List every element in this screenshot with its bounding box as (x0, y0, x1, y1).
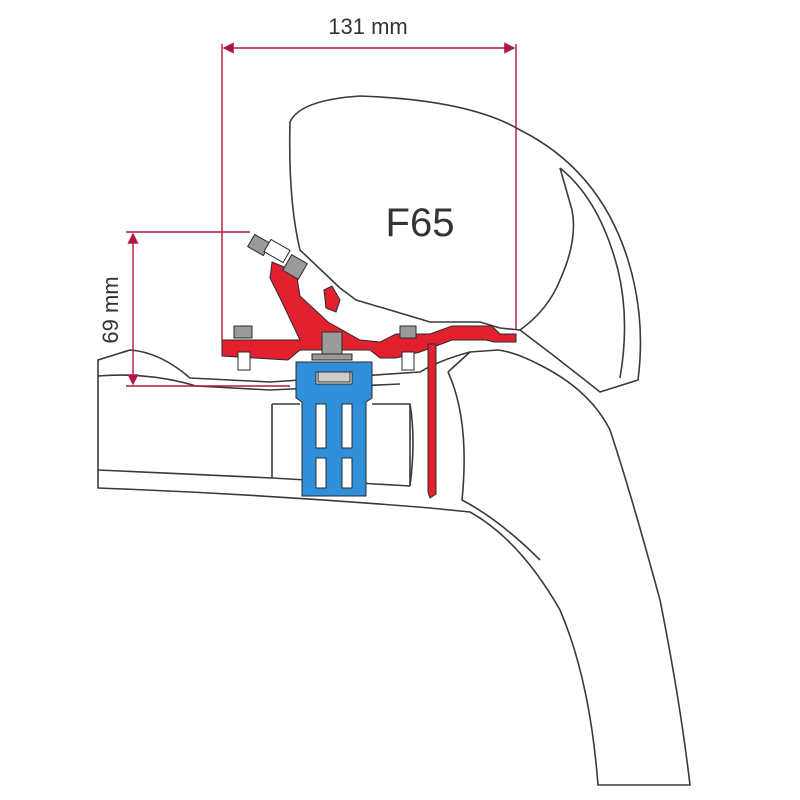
center-bolt (311, 331, 353, 383)
width-dimension-label: 131 mm (328, 14, 407, 39)
right-bolt (399, 325, 417, 371)
top-bolt (247, 233, 308, 280)
red-adapter-bracket (221, 261, 517, 499)
height-dimension: 69 mm (98, 231, 290, 387)
vehicle-body (97, 349, 691, 786)
height-dimension-label: 69 mm (98, 276, 123, 343)
product-label: F65 (386, 201, 455, 245)
awning-housing: F65 (288, 95, 642, 393)
width-dimension: 131 mm (221, 14, 517, 340)
left-bolt (233, 325, 253, 371)
bolts (233, 233, 417, 383)
